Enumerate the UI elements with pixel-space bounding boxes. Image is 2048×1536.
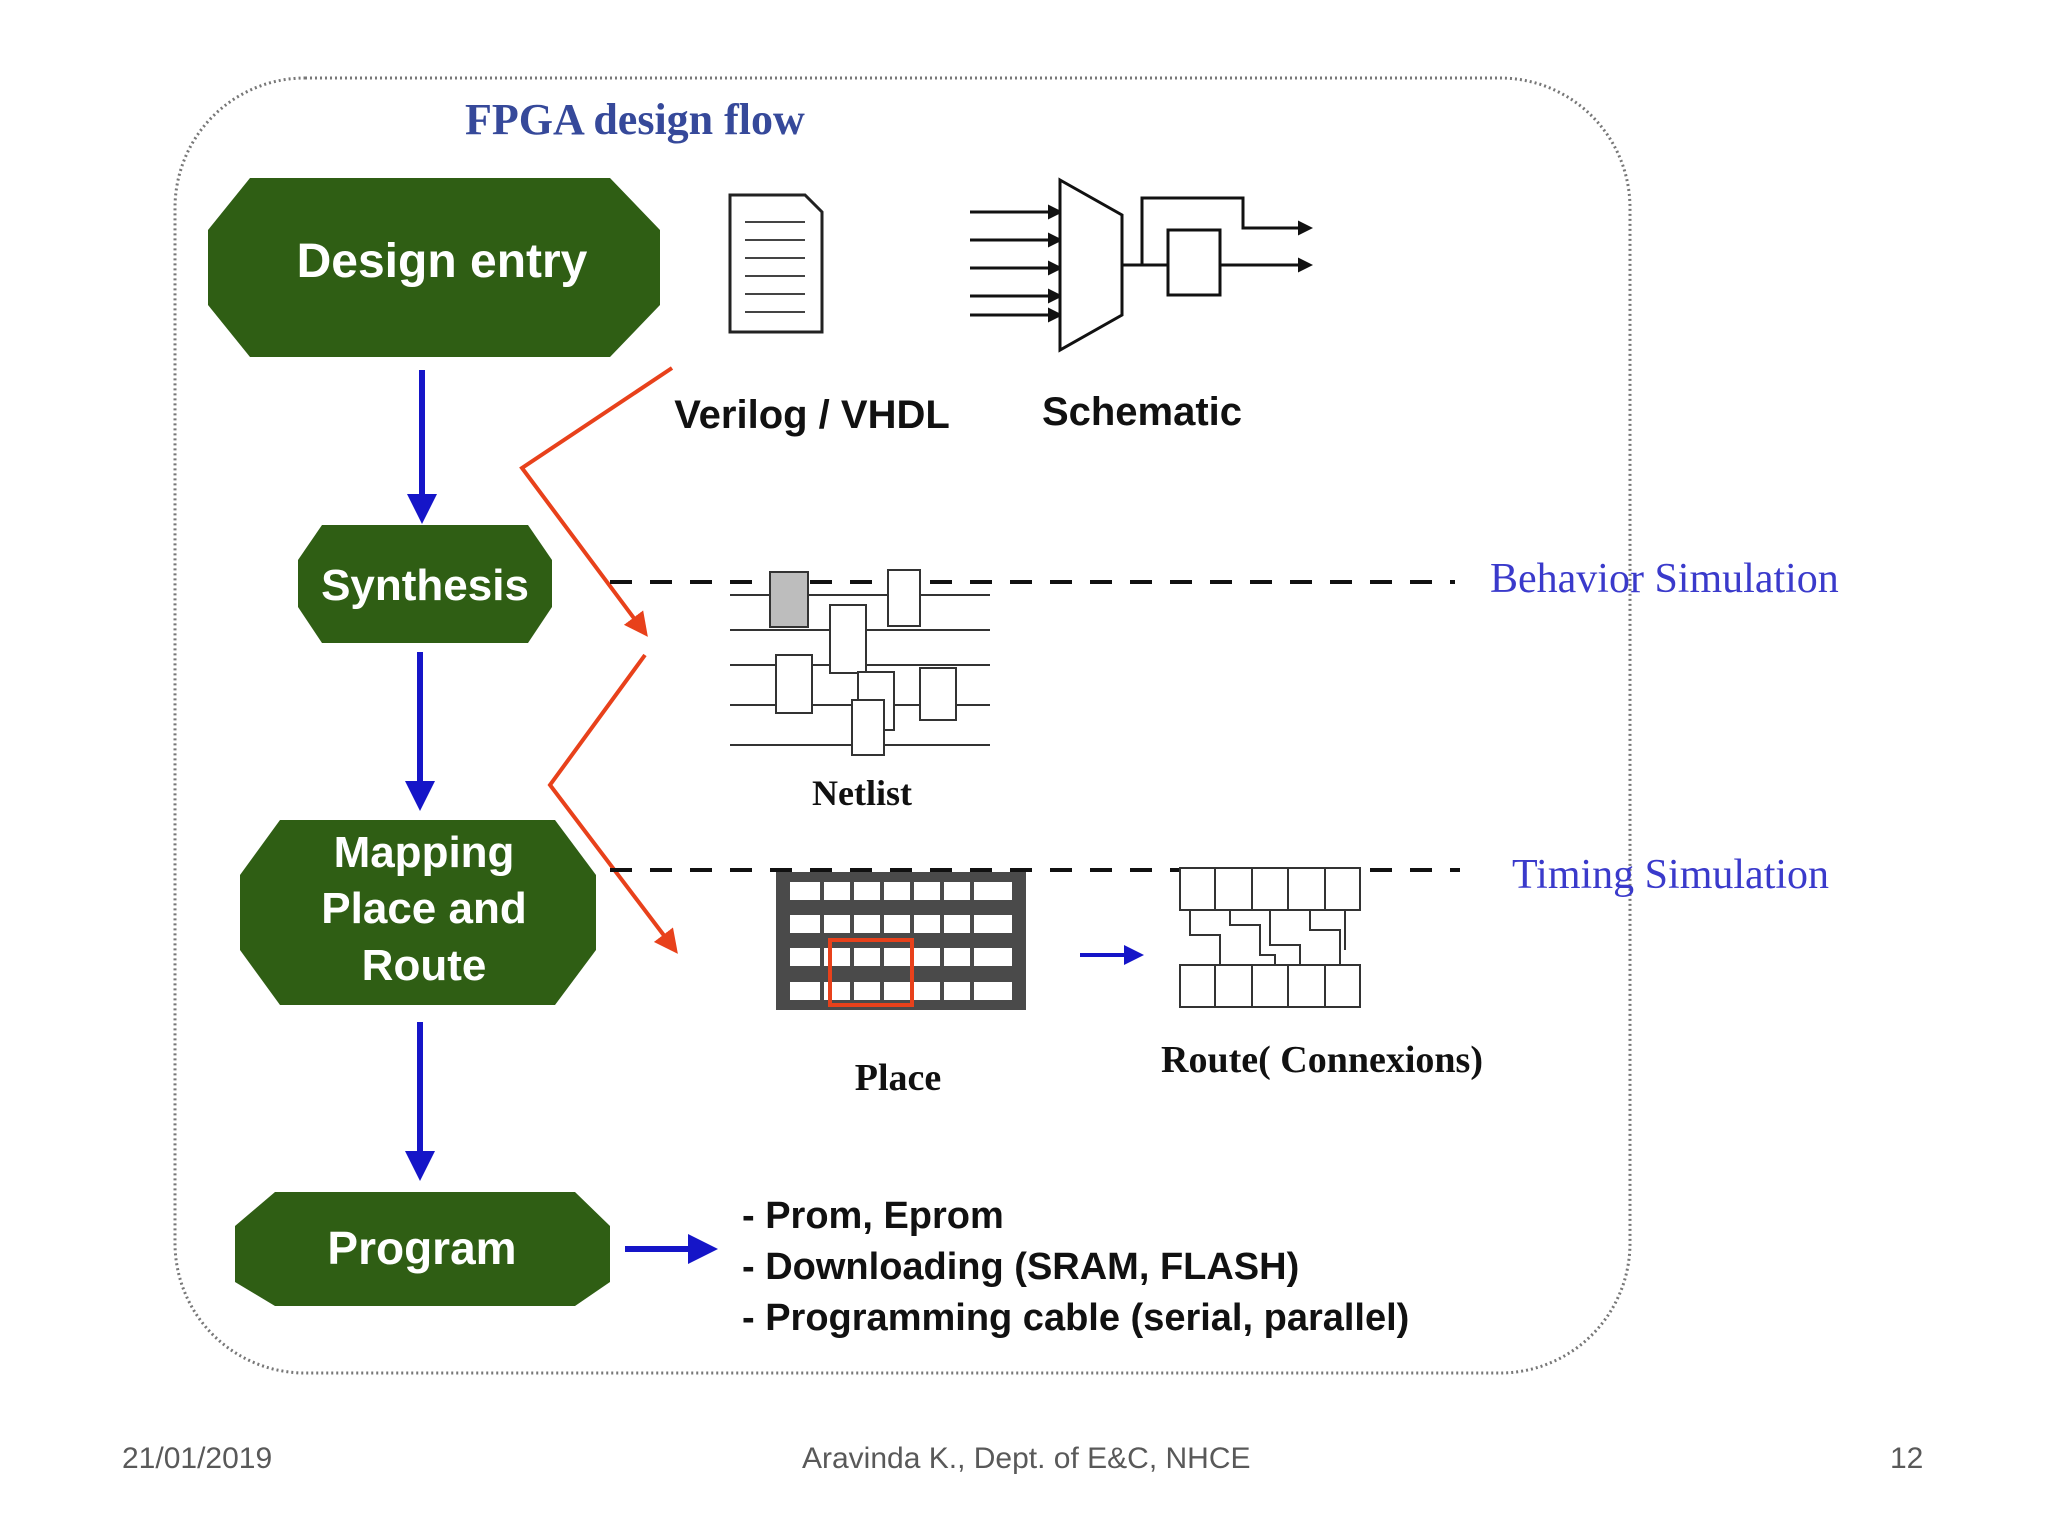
footer-date: 21/01/2019: [122, 1442, 273, 1475]
program-item-1: - Prom, Eprom: [742, 1195, 1004, 1237]
netlist-label: Netlist: [812, 773, 912, 813]
program-item-2: - Downloading (SRAM, FLASH): [742, 1246, 1299, 1288]
schematic-label: Schematic: [1042, 390, 1242, 434]
step-mapping-shape: [240, 820, 596, 1005]
step-mapping-label-line3: Route: [362, 941, 487, 990]
step-synthesis-label: Synthesis: [321, 561, 529, 610]
red-arrow-to-place: [547, 653, 678, 954]
diagram-frame: [173, 76, 1632, 1375]
place-label: Place: [855, 1057, 942, 1099]
behavior-sim-label: Behavior Simulation: [1490, 556, 1839, 602]
document-icon: [728, 193, 824, 334]
footer-author: Aravinda K., Dept. of E&C, NHCE: [802, 1442, 1251, 1475]
step-design-entry-shape: [208, 178, 660, 357]
step-design-entry-label: Design entry: [297, 235, 588, 288]
route-label: Route( Connexions): [1161, 1039, 1483, 1081]
step-program-label: Program: [327, 1222, 516, 1274]
program-item-3: - Programming cable (serial, parallel): [742, 1297, 1409, 1339]
route-icon: [1179, 867, 1361, 1008]
step-mapping-label-line2: Place and: [321, 884, 526, 933]
schematic-icon: [970, 177, 1313, 353]
netlist-icon: [730, 569, 990, 756]
timing-sim-label: Timing Simulation: [1512, 852, 1829, 898]
step-program-shape: [235, 1192, 610, 1306]
hdl-label: Verilog / VHDL: [674, 393, 950, 437]
step-mapping-label-line1: Mapping: [334, 828, 515, 877]
place-icon: [776, 872, 1026, 1010]
diagram-title: FPGA design flow: [465, 95, 805, 144]
red-arrow-to-netlist: [519, 366, 674, 637]
footer-page-number: 12: [1890, 1442, 1924, 1475]
step-synthesis-shape: [298, 525, 552, 643]
